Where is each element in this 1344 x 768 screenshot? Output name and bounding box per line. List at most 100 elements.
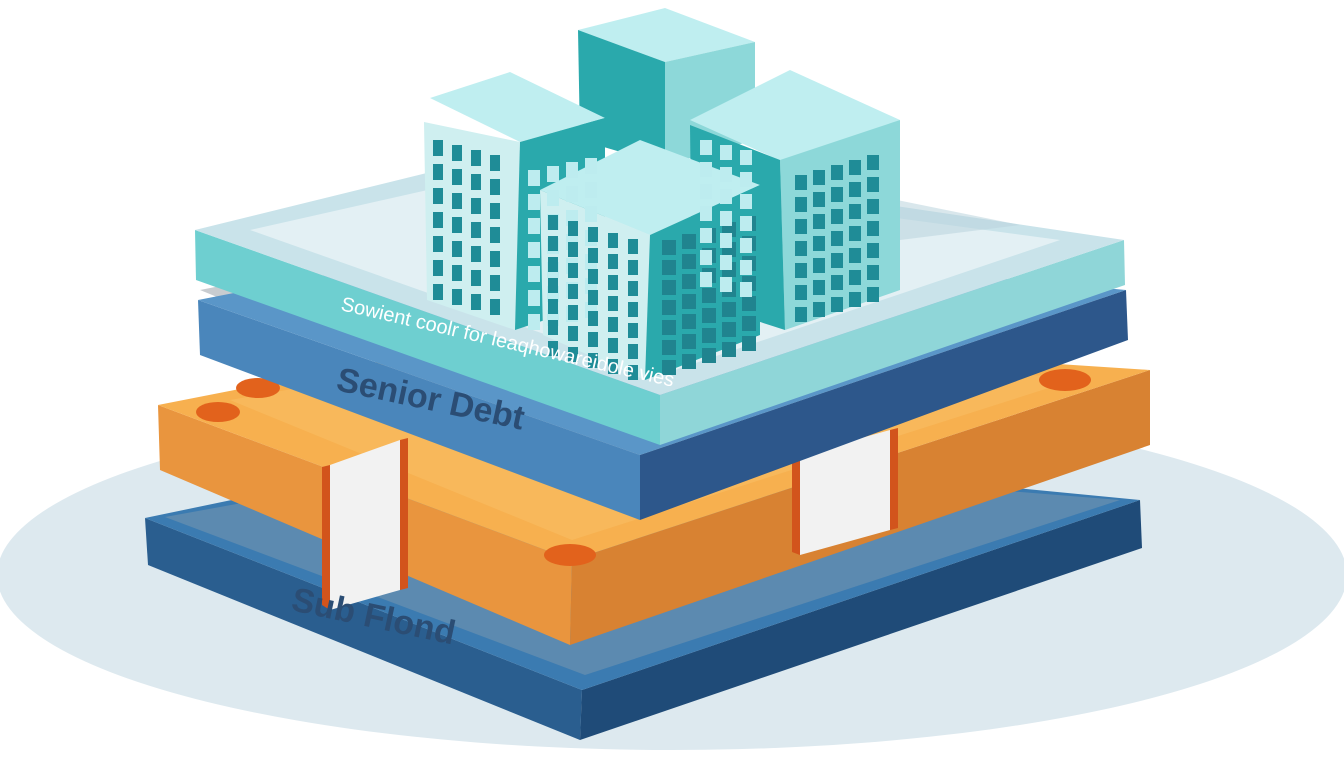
- window-pane: [628, 260, 638, 275]
- window-pane: [702, 308, 716, 323]
- window-pane: [490, 203, 500, 219]
- window-pane: [662, 320, 676, 335]
- window-pane: [548, 257, 558, 272]
- window-pane: [682, 354, 696, 369]
- window-pane: [813, 170, 825, 185]
- window-pane: [490, 299, 500, 315]
- window-pane: [548, 278, 558, 293]
- window-pane: [813, 192, 825, 207]
- window-pane: [740, 238, 752, 253]
- window-pane: [682, 294, 696, 309]
- window-pane: [849, 270, 861, 285]
- window-pane: [433, 140, 443, 156]
- window-pane: [433, 260, 443, 276]
- window-pane: [490, 179, 500, 195]
- window-pane: [682, 234, 696, 249]
- window-pane: [585, 182, 597, 198]
- window-pane: [662, 340, 676, 355]
- window-pane: [588, 332, 598, 347]
- window-pane: [608, 296, 618, 311]
- window-pane: [682, 334, 696, 349]
- window-pane: [813, 214, 825, 229]
- window-pane: [452, 265, 462, 281]
- window-pane: [831, 253, 843, 268]
- window-pane: [433, 164, 443, 180]
- window-pane: [548, 320, 558, 335]
- window-pane: [795, 197, 807, 212]
- window-pane: [849, 226, 861, 241]
- window-pane: [568, 263, 578, 278]
- window-pane: [548, 299, 558, 314]
- window-pane: [568, 221, 578, 236]
- window-pane: [740, 216, 752, 231]
- window-pane: [813, 258, 825, 273]
- window-pane: [528, 242, 540, 258]
- window-pane: [528, 314, 540, 330]
- window-pane: [528, 194, 540, 210]
- window-pane: [471, 198, 481, 214]
- window-pane: [662, 300, 676, 315]
- orange-dot: [196, 402, 240, 422]
- window-pane: [742, 316, 756, 331]
- orange-dot: [236, 378, 280, 398]
- window-pane: [702, 328, 716, 343]
- building-windows: [433, 140, 879, 380]
- window-pane: [740, 194, 752, 209]
- window-pane: [588, 290, 598, 305]
- window-pane: [849, 160, 861, 175]
- window-pane: [628, 239, 638, 254]
- window-pane: [471, 150, 481, 166]
- window-pane: [608, 359, 618, 374]
- window-pane: [471, 174, 481, 190]
- window-pane: [700, 184, 712, 199]
- window-pane: [813, 302, 825, 317]
- window-pane: [867, 199, 879, 214]
- window-pane: [867, 265, 879, 280]
- window-pane: [682, 274, 696, 289]
- window-pane: [700, 272, 712, 287]
- building-cluster: [424, 8, 900, 380]
- window-pane: [742, 296, 756, 311]
- window-pane: [452, 217, 462, 233]
- window-pane: [588, 269, 598, 284]
- window-pane: [740, 260, 752, 275]
- window-pane: [585, 158, 597, 174]
- window-pane: [849, 182, 861, 197]
- window-pane: [720, 167, 732, 182]
- window-pane: [831, 187, 843, 202]
- window-pane: [867, 243, 879, 258]
- window-pane: [795, 307, 807, 322]
- window-pane: [528, 266, 540, 282]
- window-pane: [628, 365, 638, 380]
- window-pane: [849, 292, 861, 307]
- window-pane: [547, 190, 559, 206]
- window-pane: [588, 248, 598, 263]
- window-pane: [433, 212, 443, 228]
- window-pane: [528, 290, 540, 306]
- window-pane: [568, 347, 578, 362]
- window-pane: [628, 281, 638, 296]
- window-pane: [740, 282, 752, 297]
- window-pane: [608, 233, 618, 248]
- window-pane: [568, 326, 578, 341]
- window-pane: [795, 285, 807, 300]
- window-pane: [795, 175, 807, 190]
- window-pane: [528, 170, 540, 186]
- window-pane: [608, 338, 618, 353]
- window-pane: [720, 255, 732, 270]
- window-pane: [720, 189, 732, 204]
- window-pane: [490, 251, 500, 267]
- window-pane: [548, 341, 558, 356]
- window-pane: [682, 254, 696, 269]
- window-pane: [471, 270, 481, 286]
- window-pane: [831, 275, 843, 290]
- window-pane: [568, 305, 578, 320]
- window-pane: [720, 233, 732, 248]
- window-pane: [662, 360, 676, 375]
- window-pane: [490, 275, 500, 291]
- orange-dot: [1039, 369, 1091, 391]
- window-pane: [588, 227, 598, 242]
- window-pane: [588, 353, 598, 368]
- window-pane: [867, 155, 879, 170]
